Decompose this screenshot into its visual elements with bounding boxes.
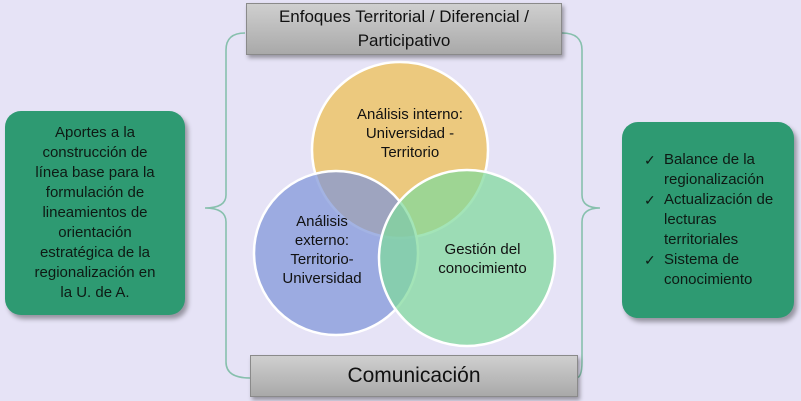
venn-label-line: Análisis interno: [357,106,463,123]
contributions-line: formulación de [45,184,145,201]
left-bracket [204,32,251,379]
venn-label-internal-analysis: Análisis interno: Universidad - Territor… [330,105,490,162]
outcome-line: Sistema de [664,251,740,268]
communication-banner: Comunicación [250,355,578,397]
outcome-line: Balance de la [664,151,755,168]
contributions-box: Aportes a la construcción de línea base … [5,111,185,315]
contributions-line: orientación [58,224,132,241]
approach-banner-line1: Enfoques Territorial / Diferencial / [278,7,530,26]
outcome-line: lecturas [664,211,717,228]
outcome-line: conocimiento [664,271,753,288]
venn-label-line: Análisis [296,213,348,230]
venn-label-line: Universidad - [365,125,455,142]
outcome-item: ✓ Actualización de lecturas territoriale… [644,190,782,250]
outcome-item: ✓ Sistema de conocimiento [644,250,782,290]
communication-label: Comunicación [347,364,481,387]
venn-label-line: externo: [294,232,350,249]
venn-label-knowledge-management: Gestión del conocimiento [420,240,545,278]
venn-circle-right [377,168,557,348]
contributions-line: estratégica de la [39,244,151,261]
venn-label-line: Universidad [282,270,362,287]
check-icon: ✓ [644,192,656,208]
outcomes-box: ✓ Balance de la regionalización ✓ Actual… [622,122,794,318]
venn-label-line: conocimiento [438,260,527,277]
check-icon: ✓ [644,152,656,168]
right-bracket [561,32,601,379]
outcome-item: ✓ Balance de la regionalización [644,150,782,190]
contributions-line: regionalización en [34,264,156,281]
venn-label-line: Territorio- [290,251,354,268]
contributions-line: lineamientos de [42,204,148,221]
check-icon: ✓ [644,252,656,268]
approach-banner-line2: Participativo [357,31,451,50]
outcome-line: territoriales [664,231,739,248]
contributions-line: construcción de [42,144,148,161]
contributions-line: línea base para la [35,164,155,181]
approach-banner: Enfoques Territorial / Diferencial / Par… [246,3,562,55]
contributions-line: la U. de A. [60,284,130,301]
outcomes-list: ✓ Balance de la regionalización ✓ Actual… [644,150,782,290]
venn-label-line: Gestión del [444,241,521,258]
outcome-line: Actualización de [664,191,774,208]
outcome-line: regionalización [664,171,765,188]
venn-label-line: Territorio [380,144,440,161]
venn-label-external-analysis: Análisis externo: Territorio- Universida… [262,212,382,288]
contributions-line: Aportes a la [54,124,136,141]
